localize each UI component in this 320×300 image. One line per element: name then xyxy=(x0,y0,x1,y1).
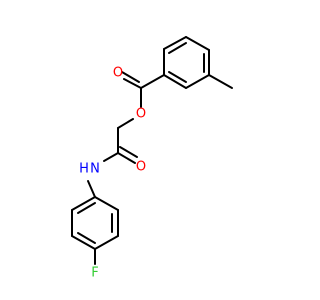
toluoyl-ring xyxy=(163,36,233,89)
bond xyxy=(163,74,187,89)
atom-labels: O O O N H F xyxy=(79,66,146,281)
molecule-diagram: O O O N H F xyxy=(71,36,233,281)
amide-group xyxy=(87,146,138,198)
bond xyxy=(103,152,119,162)
structure-canvas: O O O N H F xyxy=(71,36,233,281)
bond xyxy=(185,74,210,89)
carbonyl-double-bond xyxy=(117,152,136,164)
methyl-bond xyxy=(208,74,233,89)
bond xyxy=(71,196,96,211)
aromatic-bond xyxy=(168,71,187,83)
fluorophenyl-ring xyxy=(71,196,119,265)
amide-hydrogen: H xyxy=(79,162,89,177)
ester-group xyxy=(117,71,165,154)
aromatic-bond xyxy=(168,42,187,54)
carbonyl-double-bond xyxy=(121,71,140,83)
carbonyl-oxygen-amide: O xyxy=(136,160,146,175)
aromatic-bond xyxy=(77,232,96,244)
carbonyl-oxygen-ester: O xyxy=(113,66,123,81)
bond xyxy=(117,118,134,129)
bond xyxy=(163,36,187,50)
fluorine-atom: F xyxy=(91,266,98,281)
bond xyxy=(87,180,96,198)
carbonyl-double-bond xyxy=(123,78,142,89)
bond xyxy=(71,235,96,250)
bond xyxy=(185,36,210,51)
ester-oxygen: O xyxy=(136,107,146,122)
bond xyxy=(140,74,165,89)
bond xyxy=(94,235,119,250)
bond xyxy=(94,196,119,211)
carbonyl-double-bond xyxy=(119,146,138,158)
amide-nitrogen: N xyxy=(90,162,100,177)
aromatic-bond xyxy=(77,202,96,214)
